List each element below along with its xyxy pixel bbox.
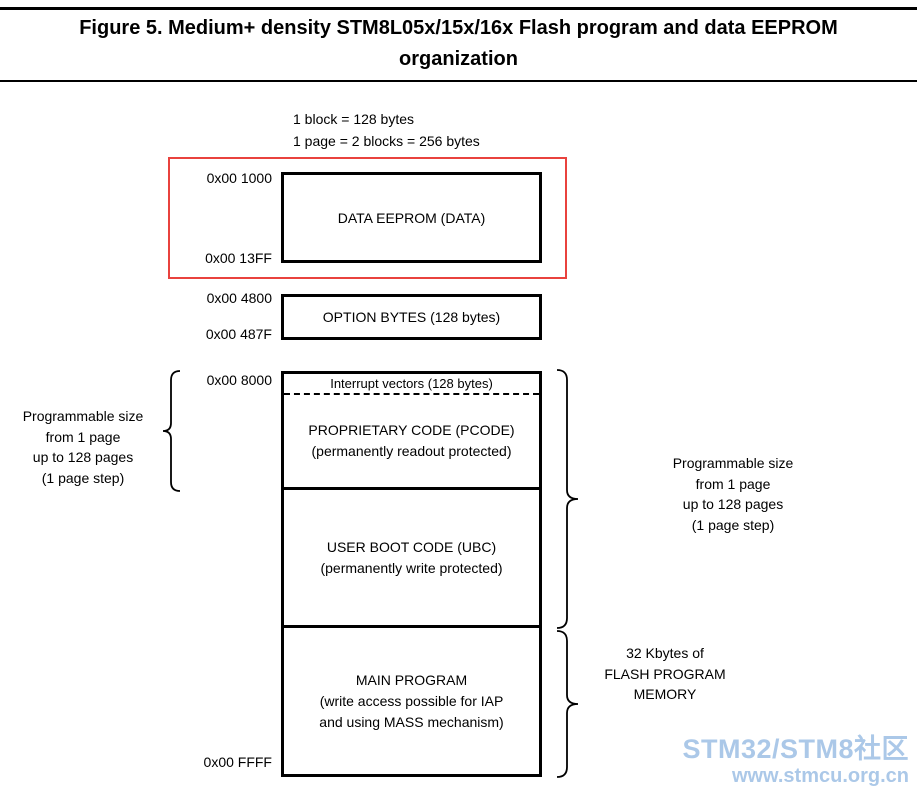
- pcode-label-line1: PROPRIETARY CODE (PCODE): [308, 422, 515, 438]
- figure-title-line1: Figure 5. Medium+ density STM8L05x/15x/1…: [79, 17, 838, 39]
- left-note-line4: (1 page step): [41, 469, 125, 486]
- title-bottom-rule: [0, 80, 917, 82]
- left-brace-path: [162, 370, 181, 492]
- right-note-line2: from 1 page: [695, 475, 771, 492]
- right-programmable-size-note: Programmable size from 1 page up to 128 …: [658, 453, 808, 535]
- addr-data-eeprom-start: 0x00 1000: [206, 170, 272, 186]
- flash-size-line1: 32 Kbytes of: [626, 645, 704, 661]
- main-program-line1: MAIN PROGRAM: [355, 671, 468, 688]
- pcode-label-line2: (permanently readout protected): [311, 443, 512, 459]
- size-legend: 1 block = 128 bytes 1 page = 2 blocks = …: [293, 109, 480, 152]
- data-eeprom-box: DATA EEPROM (DATA): [281, 172, 542, 263]
- page-size-note: 1 page = 2 blocks = 256 bytes: [293, 132, 480, 149]
- interrupt-vectors-label: Interrupt vectors (128 bytes): [330, 375, 493, 391]
- pcode-section: PROPRIETARY CODE (PCODE) (permanently re…: [284, 395, 539, 490]
- interrupt-vectors-section: Interrupt vectors (128 bytes): [284, 374, 539, 395]
- watermark-site-name: STM32/STM8社区: [682, 734, 909, 764]
- flash-size-line3: MEMORY: [633, 686, 697, 702]
- ubc-label-line2: (permanently write protected): [320, 559, 503, 576]
- addr-flash-start: 0x00 8000: [206, 372, 272, 388]
- right-brace-flash-size: [556, 630, 579, 778]
- watermark: STM32/STM8社区 www.stmcu.org.cn: [682, 735, 909, 788]
- main-program-section: MAIN PROGRAM (write access possible for …: [284, 628, 539, 774]
- left-programmable-size-note: Programmable size from 1 page up to 128 …: [3, 406, 163, 488]
- right-note-line1: Programmable size: [672, 455, 794, 471]
- main-program-line2: (write access possible for IAP: [319, 692, 504, 709]
- addr-option-bytes-end: 0x00 487F: [205, 326, 272, 342]
- data-eeprom-label: DATA EEPROM (DATA): [337, 209, 486, 226]
- left-note-line3: up to 128 pages: [32, 449, 134, 465]
- watermark-url: www.stmcu.org.cn: [731, 765, 909, 787]
- ubc-section: USER BOOT CODE (UBC) (permanently write …: [284, 490, 539, 628]
- addr-option-bytes-start: 0x00 4800: [206, 290, 272, 306]
- right-brace-flash-size-path: [556, 630, 579, 778]
- option-bytes-label: OPTION BYTES (128 bytes): [322, 309, 501, 325]
- right-note-line3: up to 128 pages: [682, 496, 784, 512]
- data-eeprom-highlight-frame: [168, 157, 567, 279]
- right-brace-programmable-path: [556, 369, 579, 629]
- option-bytes-box: OPTION BYTES (128 bytes): [281, 294, 542, 340]
- ubc-label-line1: USER BOOT CODE (UBC): [326, 538, 497, 555]
- figure-title: Figure 5. Medium+ density STM8L05x/15x/1…: [0, 13, 917, 75]
- left-brace: [162, 370, 181, 492]
- left-note-line1: Programmable size: [22, 408, 144, 424]
- title-top-rule: [0, 7, 917, 10]
- main-program-line3: and using MASS mechanism): [319, 713, 504, 730]
- flash-size-line2: FLASH PROGRAM: [604, 665, 726, 682]
- block-size-note: 1 block = 128 bytes: [293, 111, 415, 127]
- flash-size-note: 32 Kbytes of FLASH PROGRAM MEMORY: [600, 643, 730, 705]
- addr-data-eeprom-end: 0x00 13FF: [205, 250, 272, 266]
- right-brace-programmable: [556, 369, 579, 629]
- addr-flash-end: 0x00 FFFF: [203, 754, 272, 770]
- figure-title-line2: organization: [399, 48, 518, 70]
- right-note-line4: (1 page step): [691, 516, 775, 533]
- flash-memory-box: Interrupt vectors (128 bytes) PROPRIETAR…: [281, 371, 542, 777]
- left-note-line2: from 1 page: [45, 428, 121, 445]
